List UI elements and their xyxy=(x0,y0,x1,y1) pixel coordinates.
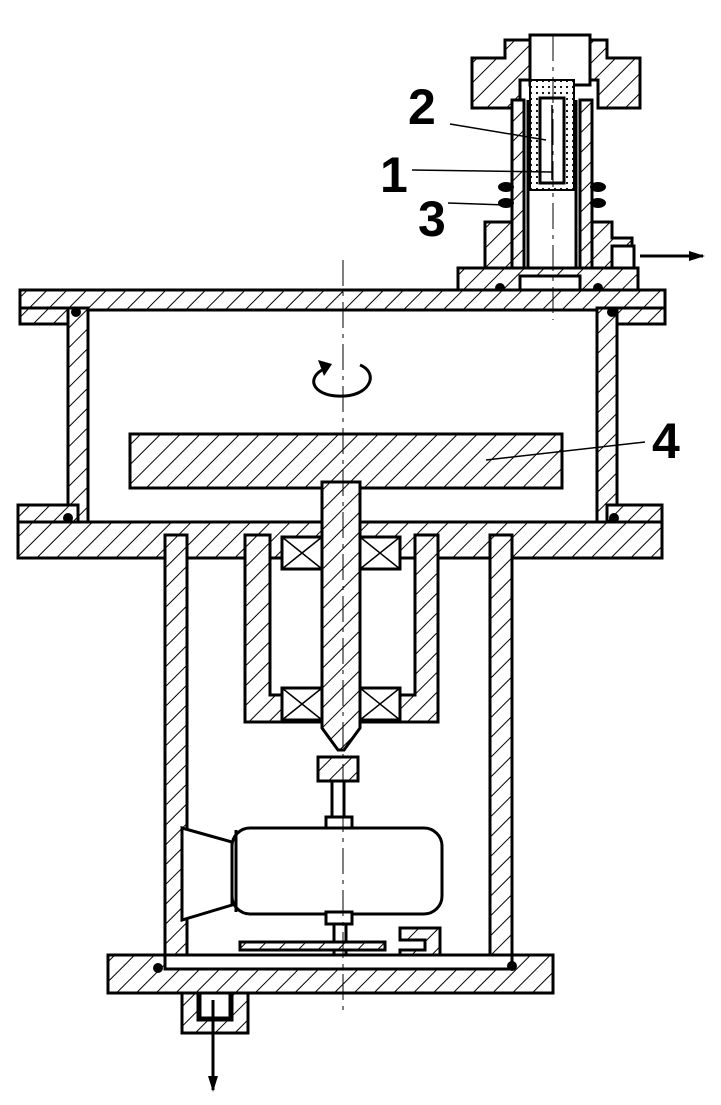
rotation-arrow-icon xyxy=(312,363,372,398)
upper-clamp-flange xyxy=(470,38,537,110)
upper-chamber xyxy=(16,288,667,525)
top-port xyxy=(528,33,592,87)
label-1: 1 xyxy=(380,147,408,203)
label-3: 3 xyxy=(418,191,446,247)
chamber-wall-left xyxy=(66,306,90,525)
leader-line-1 xyxy=(411,169,553,173)
leader-line-4 xyxy=(485,441,646,461)
drive-shaft xyxy=(320,480,362,752)
label-4: 4 xyxy=(652,413,680,469)
upper-bearing xyxy=(280,535,402,571)
leader-line-3 xyxy=(447,202,507,206)
lower-wall-right xyxy=(488,533,514,967)
side-outlet xyxy=(610,244,636,270)
top-assembly xyxy=(456,33,705,294)
lower-bearing xyxy=(280,686,402,722)
label-2: 2 xyxy=(408,79,436,135)
pump-port xyxy=(180,991,250,1035)
coupling xyxy=(316,755,360,783)
lower-housing xyxy=(16,480,664,1092)
leader-line-2 xyxy=(449,123,547,141)
outer-tube-right xyxy=(578,98,594,282)
chamber-wall-right xyxy=(595,306,619,525)
cooling-coil xyxy=(498,182,606,208)
encoder-disc xyxy=(238,940,387,952)
motor xyxy=(180,826,444,960)
bearing-housing xyxy=(243,533,440,724)
outer-tube-left xyxy=(510,98,526,282)
rotating-disc xyxy=(128,432,564,490)
